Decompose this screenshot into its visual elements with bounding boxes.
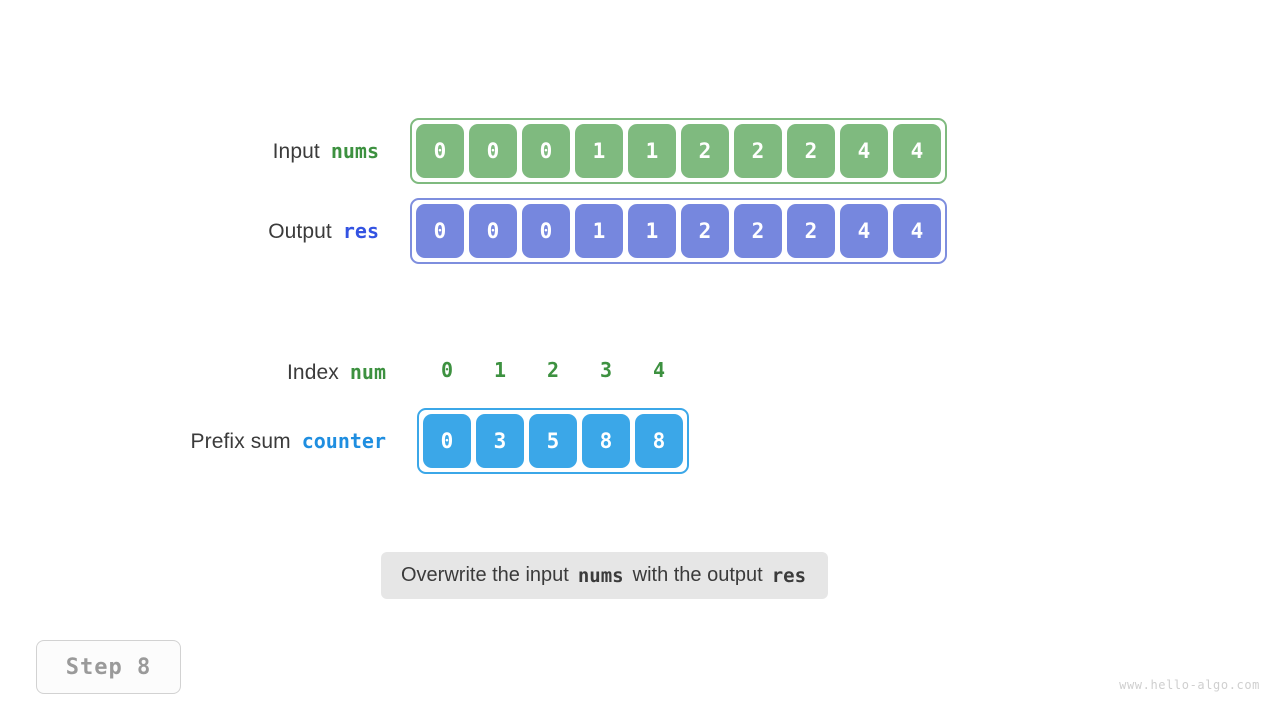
input-cell[interactable]: 0 xyxy=(416,124,464,178)
input-cell[interactable]: 1 xyxy=(575,124,623,178)
output-row-label: Output res xyxy=(24,219,410,244)
counter-array: 0 3 5 8 8 xyxy=(417,408,689,474)
input-cell[interactable]: 2 xyxy=(787,124,835,178)
counter-cell[interactable]: 8 xyxy=(635,414,683,468)
output-cell[interactable]: 2 xyxy=(681,204,729,258)
input-cell[interactable]: 1 xyxy=(628,124,676,178)
output-cell[interactable]: 0 xyxy=(522,204,570,258)
output-label-text: Output xyxy=(268,219,332,243)
index-tick: 0 xyxy=(440,358,454,382)
counter-cell[interactable]: 8 xyxy=(582,414,630,468)
index-tick: 4 xyxy=(652,358,666,382)
index-row-label-wrap: Index num xyxy=(0,358,417,386)
output-cell[interactable]: 4 xyxy=(893,204,941,258)
counter-cell[interactable]: 3 xyxy=(476,414,524,468)
caption-part-one: Overwrite the input xyxy=(401,564,569,586)
input-row: Input nums 0 0 0 1 1 2 2 2 4 4 xyxy=(0,118,947,184)
caption-variable-nums: nums xyxy=(577,564,624,587)
output-label-variable: res xyxy=(342,218,379,243)
output-cell[interactable]: 0 xyxy=(416,204,464,258)
caption-box: Overwrite the input nums with the output… xyxy=(381,552,829,599)
output-cell[interactable]: 2 xyxy=(787,204,835,258)
index-label-variable: num xyxy=(349,359,386,384)
output-cell[interactable]: 2 xyxy=(734,204,782,258)
prefix-sum-row-label: Prefix sum counter xyxy=(191,429,417,454)
prefix-sum-row: Prefix sum counter 0 3 5 8 8 xyxy=(0,408,689,474)
index-row-label: Index num xyxy=(287,360,417,385)
counter-cell[interactable]: 5 xyxy=(529,414,577,468)
counter-cell[interactable]: 0 xyxy=(423,414,471,468)
caption-part-two: with the output xyxy=(632,564,763,586)
index-tick: 3 xyxy=(599,358,613,382)
index-tick-row: 0 1 2 3 4 xyxy=(417,358,683,382)
output-array: 0 0 0 1 1 2 2 2 4 4 xyxy=(410,198,947,264)
output-cell[interactable]: 1 xyxy=(628,204,676,258)
input-row-label: Input nums xyxy=(24,139,410,164)
output-cell[interactable]: 1 xyxy=(575,204,623,258)
output-cell[interactable]: 4 xyxy=(840,204,888,258)
output-cell[interactable]: 0 xyxy=(469,204,517,258)
input-cell[interactable]: 0 xyxy=(469,124,517,178)
input-cell[interactable]: 0 xyxy=(522,124,570,178)
output-row: Output res 0 0 0 1 1 2 2 2 4 4 xyxy=(0,198,947,264)
index-label-text: Index xyxy=(287,360,339,384)
watermark: www.hello-algo.com xyxy=(1119,678,1260,692)
caption-variable-res: res xyxy=(771,564,807,587)
input-cell[interactable]: 4 xyxy=(893,124,941,178)
input-cell[interactable]: 4 xyxy=(840,124,888,178)
input-cell[interactable]: 2 xyxy=(734,124,782,178)
input-label-text: Input xyxy=(272,139,320,163)
step-badge-label: Step 8 xyxy=(65,654,152,680)
prefix-sum-label-text: Prefix sum xyxy=(190,429,291,453)
prefix-sum-label-variable: counter xyxy=(301,428,386,453)
step-badge[interactable]: Step 8 xyxy=(36,640,181,694)
index-tick: 1 xyxy=(493,358,507,382)
input-label-variable: nums xyxy=(330,138,379,163)
input-array: 0 0 0 1 1 2 2 2 4 4 xyxy=(410,118,947,184)
index-tick: 2 xyxy=(546,358,560,382)
input-cell[interactable]: 2 xyxy=(681,124,729,178)
